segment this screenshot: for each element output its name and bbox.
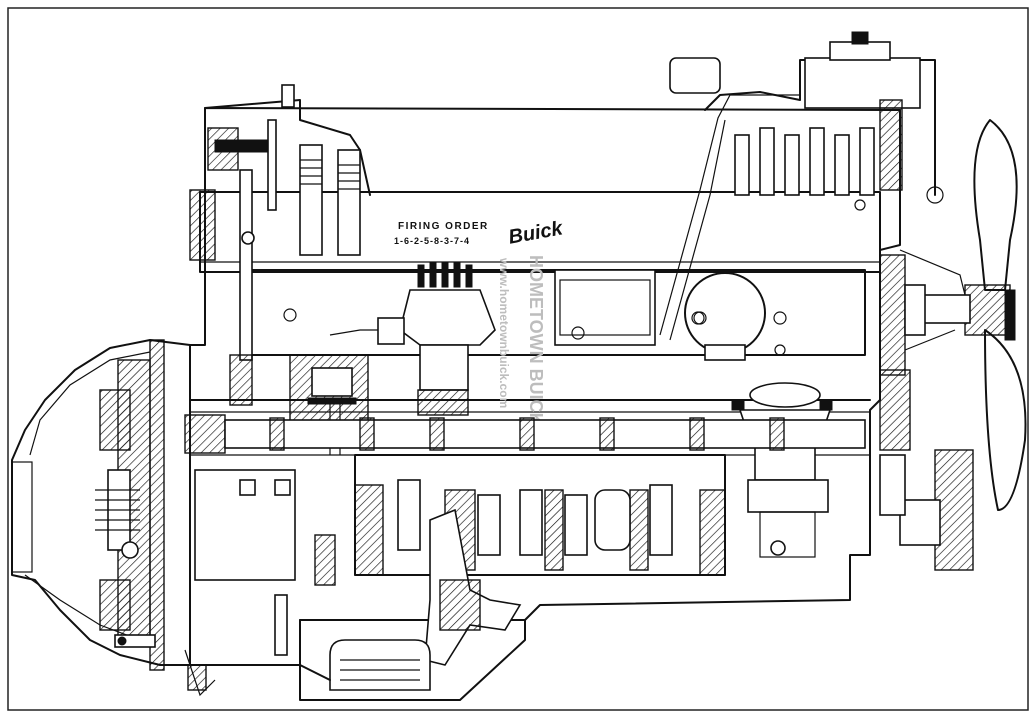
valve-train-right — [659, 31, 936, 341]
oil-pan — [184, 619, 526, 701]
cooling-fan — [919, 119, 1027, 511]
watermark-url: www.hometownbuick.com — [497, 257, 511, 408]
piston-section — [289, 354, 369, 455]
firing-order-title: FIRING ORDER — [398, 221, 489, 232]
valve-train-left — [189, 84, 371, 406]
fuel-pump — [731, 382, 833, 558]
firing-order-sequence: 1-6-2-5-8-3-7-4 — [394, 236, 470, 246]
image-frame — [7, 7, 1029, 711]
crankshaft-pulley — [879, 369, 974, 571]
watermark-name: HOMETOWN BUICK — [526, 255, 546, 426]
flywheel-housing — [11, 339, 191, 671]
camshaft — [184, 414, 866, 454]
clutch-release — [194, 469, 336, 656]
watermark: HOMETOWN BUICK www.hometownbuick.com — [497, 255, 546, 426]
firing-order-plate: FIRING ORDER 1-6-2-5-8-3-7-4 Buick — [394, 217, 565, 248]
ignition-coil — [554, 269, 656, 346]
distributor — [329, 261, 496, 416]
oil-pump — [299, 508, 522, 691]
starter-gear — [114, 634, 156, 648]
crankshaft — [354, 454, 726, 576]
buick-script-logo: Buick — [507, 217, 565, 248]
valve-cover-breather — [684, 272, 766, 361]
